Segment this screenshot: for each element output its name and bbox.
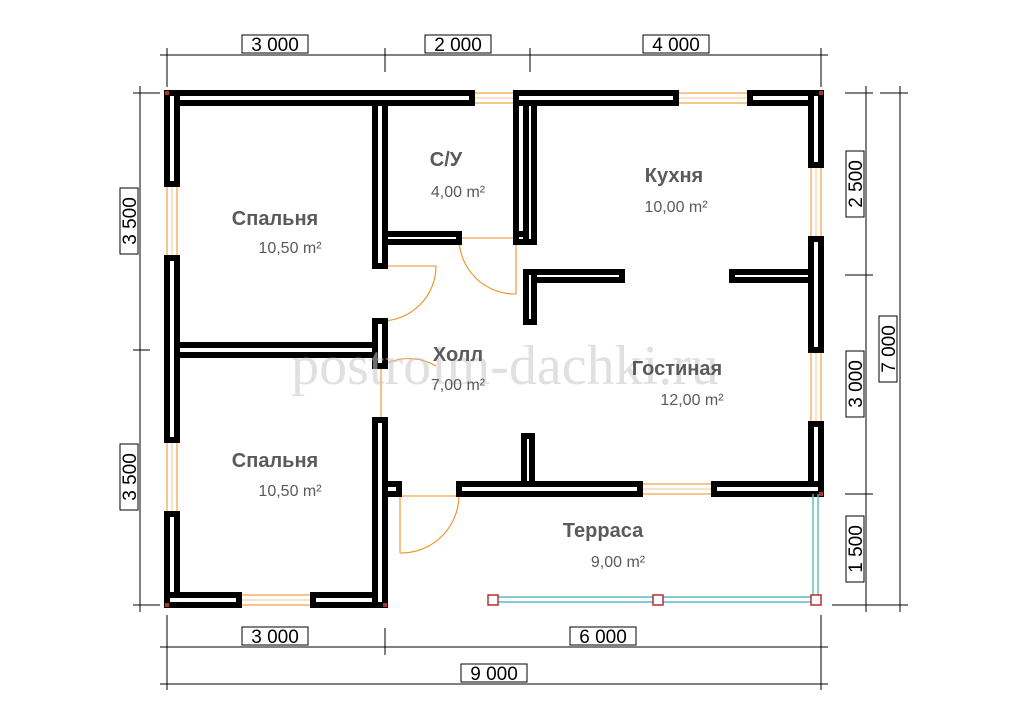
walls xyxy=(164,90,824,608)
room-name-terrace: Терраса xyxy=(563,520,644,542)
room-area-bedroom-top: 10,50 m² xyxy=(258,240,322,257)
dim-overall-width: 9 000 xyxy=(460,663,528,685)
room-name-bedroom-bottom: Спальня xyxy=(232,450,318,472)
room-name-living: Гостиная xyxy=(632,358,722,380)
window-left-bedroom-top xyxy=(166,183,178,259)
window-top-kitchen xyxy=(675,92,751,104)
dim-right-2: 3 000 xyxy=(845,350,867,418)
room-labels: Спальня 10,50 m² С/У 4,00 m² Кухня 10,00… xyxy=(232,149,724,571)
dim-top-1: 3 000 xyxy=(241,34,309,56)
window-right-living xyxy=(810,349,822,425)
room-name-hall: Холл xyxy=(433,344,483,366)
door-bedroom-top xyxy=(380,265,437,322)
svg-text:6 000: 6 000 xyxy=(579,627,627,648)
svg-text:2 000: 2 000 xyxy=(434,35,482,56)
svg-text:2 500: 2 500 xyxy=(846,160,867,208)
svg-text:3 000: 3 000 xyxy=(846,360,867,408)
dim-left-2: 3 500 xyxy=(119,443,141,511)
terrace-post xyxy=(810,594,822,606)
room-area-kitchen: 10,00 m² xyxy=(644,199,708,216)
dim-left-1: 3 500 xyxy=(119,187,141,255)
terrace-post xyxy=(487,594,499,606)
room-area-bedroom-bottom: 10,50 m² xyxy=(258,483,322,500)
room-area-bathroom: 4,00 m² xyxy=(431,184,486,201)
door-entrance xyxy=(399,495,460,554)
dim-right-1: 2 500 xyxy=(845,150,867,218)
window-right-kitchen xyxy=(810,164,822,240)
room-area-terrace: 9,00 m² xyxy=(591,554,646,571)
svg-text:1 500: 1 500 xyxy=(846,525,867,573)
dim-top-3: 4 000 xyxy=(642,34,710,56)
room-name-bathroom: С/У xyxy=(430,149,463,171)
door-bathroom xyxy=(458,237,517,295)
watermark: postroim-dachki.ru xyxy=(291,335,719,397)
room-area-hall: 7,00 m² xyxy=(431,377,486,394)
svg-text:3 500: 3 500 xyxy=(120,453,141,501)
dim-right-3: 1 500 xyxy=(845,515,867,583)
corner-markers xyxy=(165,91,823,607)
dimensions: 3 000 2 000 4 000 3 000 6 000 9 000 xyxy=(119,34,908,690)
terrace-railing xyxy=(487,494,822,606)
window-bottom-bedroom xyxy=(238,594,314,606)
svg-text:3 000: 3 000 xyxy=(251,627,299,648)
svg-text:7 000: 7 000 xyxy=(879,325,900,373)
dim-bottom-1: 3 000 xyxy=(241,626,309,648)
window-living-terrace xyxy=(639,483,715,495)
svg-text:4 000: 4 000 xyxy=(652,35,700,56)
terrace-post xyxy=(652,594,664,606)
room-area-living: 12,00 m² xyxy=(660,392,724,409)
window-left-bedroom-bottom xyxy=(166,439,178,515)
svg-text:3 500: 3 500 xyxy=(120,197,141,245)
window-top-su xyxy=(471,92,517,104)
svg-text:3 000: 3 000 xyxy=(251,35,299,56)
dim-overall-depth: 7 000 xyxy=(878,315,900,383)
dim-bottom-2: 6 000 xyxy=(569,626,637,648)
svg-text:9 000: 9 000 xyxy=(470,664,518,685)
dim-top-2: 2 000 xyxy=(424,34,492,56)
room-name-bedroom-top: Спальня xyxy=(232,208,318,230)
room-name-kitchen: Кухня xyxy=(645,165,703,187)
